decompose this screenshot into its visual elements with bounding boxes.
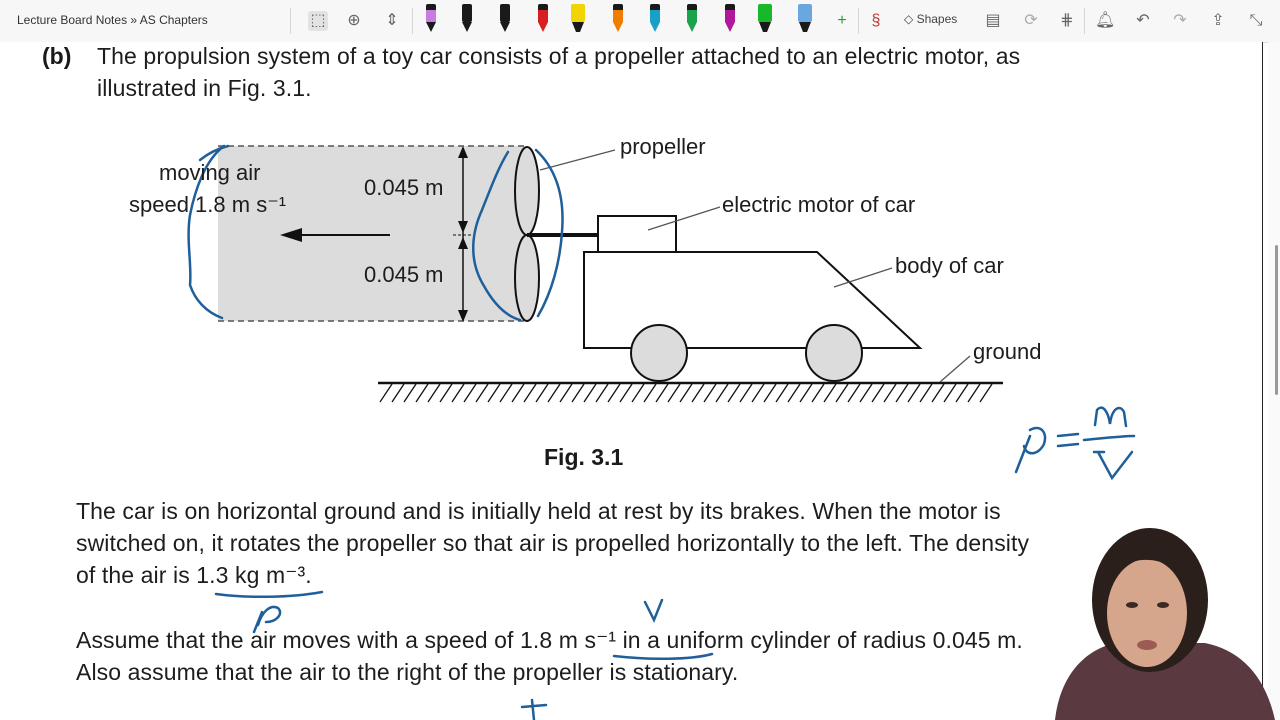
pen-purple-icon[interactable] [423,4,439,34]
scrollbar[interactable] [1268,42,1280,720]
ink-formula-equals [1056,432,1080,448]
electric-motor [597,215,677,253]
ink-formula-m [1093,406,1128,428]
car-body [583,251,923,349]
arrow-head [280,228,302,242]
label-propeller: propeller [620,134,706,159]
rear-wheel [630,324,688,382]
ink-propeller-outline-left [472,150,522,322]
question-part-label: (b) [42,43,72,69]
scrollbar-thumb[interactable] [1275,245,1278,395]
propeller-leader-line [539,149,616,171]
pen-orange-icon[interactable] [610,4,626,34]
page-border [1262,42,1263,720]
question-intro-line1: The propulsion system of a toy car consi… [97,43,1021,69]
propeller-blade-top [514,146,540,236]
ink-t-mark [520,698,548,720]
question-intro-line2: illustrated in Fig. 3.1. [97,75,312,101]
ink-propeller-outline-right [534,148,564,318]
ink-to-shape-icon[interactable]: § [871,12,881,29]
shapes-button[interactable]: ◇ Shapes [904,12,958,26]
front-wheel [805,324,863,382]
presenter-face [1107,559,1187,667]
bell-icon[interactable]: 🔔︎ [1095,12,1116,29]
pen-green-icon[interactable] [684,4,700,34]
pen-black-icon[interactable] [497,4,513,34]
add-space-icon[interactable]: ⊕ [347,12,361,29]
ink-rho-mark [256,605,282,627]
label-ground: ground [973,339,1042,364]
ink-cylinder-left-outline [187,144,226,320]
para2-line2: Also assume that the air to the right of… [76,659,739,685]
ink-to-text-icon[interactable]: ▤ [985,12,1001,29]
ground-leader-line [939,355,971,383]
ink-v-mark [643,598,664,624]
pen-black-icon[interactable] [459,4,475,34]
highlighter-green-icon[interactable] [757,4,773,34]
redo-icon[interactable]: ↷ [1173,12,1187,29]
insert-space-icon[interactable]: ⇕ [385,12,399,29]
lasso-select-icon[interactable]: ⬚ [308,11,328,31]
ink-formula-fraction-bar [1082,434,1136,442]
pen-magenta-icon[interactable] [722,4,738,34]
para2-line1: Assume that the air moves with a speed o… [76,627,1023,653]
body-leader-line [833,267,893,288]
toolbar-separator [290,8,291,34]
add-pen-icon[interactable]: + [837,12,847,29]
para1-line3: of the air is 1.3 kg m⁻³. [76,562,312,588]
ink-toolbar: Lecture Board Notes » AS Chapters ⬚ ⊕ ⇕ … [0,0,1280,43]
presenter-shoulders [1055,643,1275,720]
para1-line2: switched on, it rotates the propeller so… [76,530,1030,556]
notebook-page [0,42,1262,720]
propeller-blade-bottom [514,234,540,322]
breadcrumb[interactable]: Lecture Board Notes » AS Chapters [17,13,208,27]
label-motor: electric motor of car [722,192,916,217]
ink-to-math-icon[interactable]: ⟳ [1024,12,1038,29]
pen-cyan-icon[interactable] [647,4,663,34]
label-body: body of car [895,253,1004,278]
label-radius-bottom: 0.045 m [364,262,444,287]
label-moving-air: moving air [159,160,261,185]
ink-underline-density [214,590,324,599]
highlighter-blue-icon[interactable] [797,4,813,34]
label-speed: speed 1.8 m s⁻¹ [129,192,287,217]
toolbar-separator [858,8,859,34]
toolbar-separator [412,8,413,34]
figure-caption: Fig. 3.1 [544,444,624,470]
ground-hatching [379,383,993,403]
label-radius-top: 0.045 m [364,175,444,200]
ink-formula-V [1092,450,1134,481]
undo-icon[interactable]: ↶ [1136,12,1150,29]
ink-underline-speed [612,652,714,661]
presenter-webcam-overlay [1055,528,1275,720]
para1-line1: The car is on horizontal ground and is i… [76,498,1001,524]
highlighter-yellow-icon[interactable] [570,4,586,34]
pen-red-icon[interactable] [535,4,551,34]
ink-formula-rho [1014,426,1047,474]
shapes-label: Shapes [916,12,958,26]
air-cylinder [218,146,524,321]
share-icon[interactable]: ⇪ [1211,12,1225,29]
motor-leader-line [647,206,721,231]
toolbar-separator [1084,8,1085,34]
ruler-icon[interactable]: ⋕ [1060,12,1074,29]
full-screen-icon[interactable]: ⤡ [1249,12,1263,29]
ink-annotations [187,144,1136,720]
